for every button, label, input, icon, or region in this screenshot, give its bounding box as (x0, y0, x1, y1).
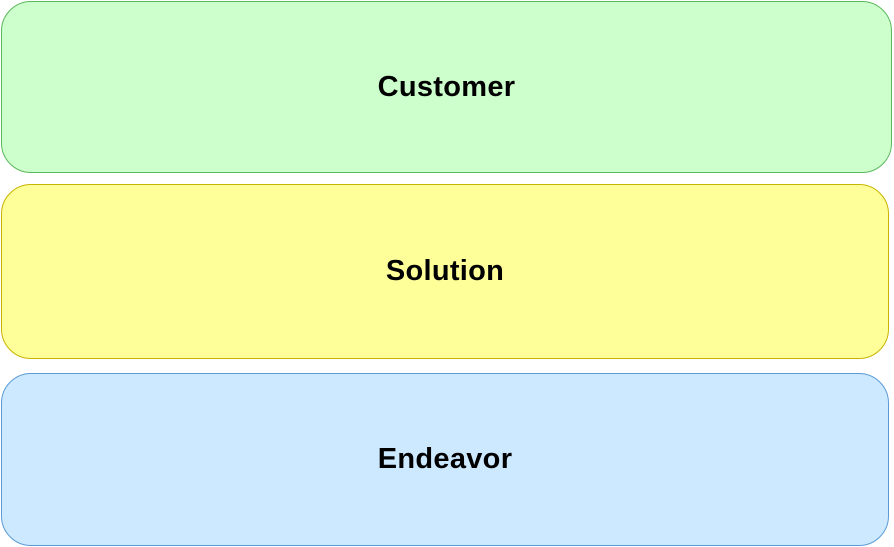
customer-area: Customer (1, 1, 892, 173)
endeavor-area: Endeavor (1, 373, 889, 546)
solution-area: Solution (1, 184, 889, 359)
endeavor-area-label: Endeavor (377, 443, 513, 475)
solution-area-label: Solution (385, 255, 505, 287)
customer-area-label: Customer (377, 70, 516, 103)
